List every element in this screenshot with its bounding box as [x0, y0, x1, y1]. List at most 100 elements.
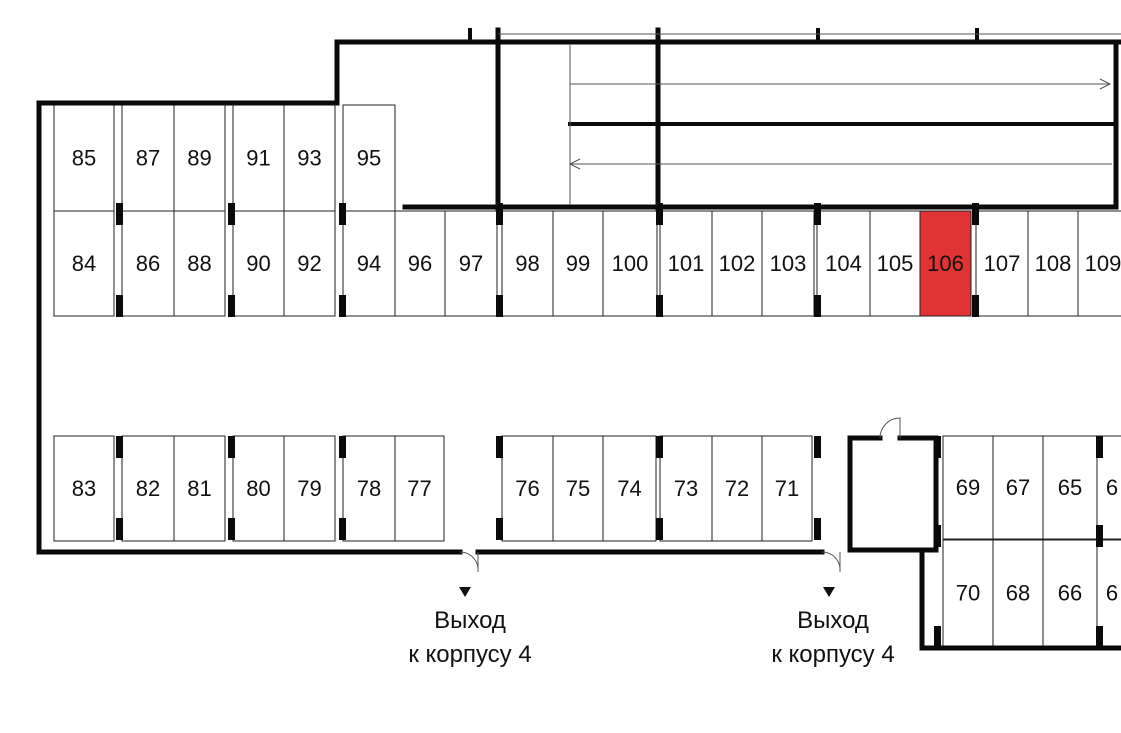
- parking-space-86[interactable]: 86: [121, 210, 175, 317]
- parking-space-box[interactable]: [1027, 210, 1079, 317]
- parking-space-box[interactable]: [283, 435, 336, 542]
- parking-space-box[interactable]: [232, 104, 285, 212]
- parking-space-75[interactable]: 75: [552, 435, 604, 542]
- parking-space-84[interactable]: 84: [53, 210, 115, 317]
- parking-space-box[interactable]: [394, 435, 445, 542]
- parking-space-box[interactable]: [1096, 435, 1121, 540]
- parking-space-78[interactable]: 78: [342, 435, 396, 542]
- parking-space-box[interactable]: [711, 435, 763, 542]
- parking-space-box[interactable]: [602, 435, 657, 542]
- parking-space-box[interactable]: [501, 210, 554, 317]
- parking-space-73[interactable]: 73: [659, 435, 713, 542]
- parking-space-85[interactable]: 85: [53, 104, 115, 212]
- parking-space-81[interactable]: 81: [173, 435, 226, 542]
- parking-space-108[interactable]: 108: [1027, 210, 1079, 317]
- parking-space-92[interactable]: 92: [283, 210, 336, 317]
- parking-space-96[interactable]: 96: [394, 210, 446, 317]
- parking-space-box[interactable]: [816, 210, 871, 317]
- parking-space-98[interactable]: 98: [501, 210, 554, 317]
- parking-space-83[interactable]: 83: [53, 435, 115, 542]
- parking-space-box[interactable]: [501, 435, 554, 542]
- parking-space-box[interactable]: [173, 210, 226, 317]
- parking-space-box[interactable]: [761, 435, 813, 542]
- parking-space-79[interactable]: 79: [283, 435, 336, 542]
- parking-space-box[interactable]: [942, 539, 994, 647]
- parking-space-box[interactable]: [232, 435, 285, 542]
- parking-space-box[interactable]: [659, 210, 713, 317]
- parking-space-box[interactable]: [53, 435, 115, 542]
- parking-space-94[interactable]: 94: [342, 210, 396, 317]
- parking-space-66[interactable]: 66: [1042, 539, 1098, 647]
- parking-space-90[interactable]: 90: [232, 210, 285, 317]
- parking-space-99[interactable]: 99: [552, 210, 604, 317]
- pillar-7: [496, 295, 503, 317]
- parking-space-88[interactable]: 88: [173, 210, 226, 317]
- parking-space-box[interactable]: [173, 435, 226, 542]
- parking-space-box[interactable]: [394, 210, 446, 317]
- parking-space-74[interactable]: 74: [602, 435, 657, 542]
- parking-space-103[interactable]: 103: [761, 210, 815, 317]
- parking-space-68[interactable]: 68: [992, 539, 1044, 647]
- pillar-27: [934, 525, 941, 547]
- parking-space-box[interactable]: [869, 210, 921, 317]
- parking-space-box[interactable]: [444, 210, 498, 317]
- parking-space-box[interactable]: [942, 435, 994, 540]
- parking-space-box[interactable]: [283, 104, 336, 212]
- parking-space-69[interactable]: 69: [942, 435, 994, 540]
- parking-space-80[interactable]: 80: [232, 435, 285, 542]
- pillar-24: [814, 436, 821, 458]
- parking-space-box[interactable]: [53, 104, 115, 212]
- parking-space-89[interactable]: 89: [173, 104, 226, 212]
- parking-space-82[interactable]: 82: [121, 435, 175, 542]
- parking-space-91[interactable]: 91: [232, 104, 285, 212]
- parking-space-box[interactable]: [121, 104, 175, 212]
- parking-space-106[interactable]: 106: [919, 210, 972, 317]
- parking-space-71[interactable]: 71: [761, 435, 813, 542]
- parking-space-box[interactable]: [342, 435, 396, 542]
- parking-space-77[interactable]: 77: [394, 435, 445, 542]
- parking-space-box[interactable]: [992, 435, 1044, 540]
- parking-space-87[interactable]: 87: [121, 104, 175, 212]
- parking-space-box[interactable]: [552, 435, 604, 542]
- parking-space-105[interactable]: 105: [869, 210, 921, 317]
- pillars: [116, 203, 1103, 648]
- parking-space-95[interactable]: 95: [342, 104, 396, 212]
- parking-space-box[interactable]: [283, 210, 336, 317]
- parking-space-box[interactable]: [919, 210, 972, 317]
- parking-space-box[interactable]: [761, 210, 815, 317]
- parking-space-101[interactable]: 101: [659, 210, 713, 317]
- parking-space-box[interactable]: [1042, 435, 1098, 540]
- parking-space-100[interactable]: 100: [602, 210, 658, 317]
- parking-space-box[interactable]: [53, 210, 115, 317]
- parking-space-102[interactable]: 102: [711, 210, 763, 317]
- parking-space-67[interactable]: 67: [992, 435, 1044, 540]
- exit-left-line1: Выход: [434, 607, 506, 634]
- pillar-25: [814, 518, 821, 540]
- parking-space-box[interactable]: [342, 210, 396, 317]
- pillar-10: [814, 203, 821, 225]
- parking-space-107[interactable]: 107: [975, 210, 1029, 317]
- parking-space-box[interactable]: [121, 210, 175, 317]
- parking-space-box[interactable]: [975, 210, 1029, 317]
- parking-space-box[interactable]: [659, 435, 713, 542]
- parking-space-box[interactable]: [1077, 210, 1121, 317]
- parking-space-box[interactable]: [121, 435, 175, 542]
- parking-space-box[interactable]: [552, 210, 604, 317]
- parking-space-76[interactable]: 76: [501, 435, 554, 542]
- parking-space-box[interactable]: [711, 210, 763, 317]
- parking-space-65[interactable]: 65: [1042, 435, 1098, 540]
- parking-space-box[interactable]: [1042, 539, 1098, 647]
- parking-space-72[interactable]: 72: [711, 435, 763, 542]
- parking-space-70[interactable]: 70: [942, 539, 994, 647]
- pillar-4: [339, 203, 346, 225]
- parking-space-97[interactable]: 97: [444, 210, 498, 317]
- pillar-30: [1096, 525, 1103, 547]
- parking-space-box[interactable]: [992, 539, 1044, 647]
- parking-space-93[interactable]: 93: [283, 104, 336, 212]
- parking-space-box[interactable]: [173, 104, 226, 212]
- parking-space-box[interactable]: [232, 210, 285, 317]
- parking-space-104[interactable]: 104: [816, 210, 871, 317]
- parking-space-box[interactable]: [602, 210, 658, 317]
- parking-space-109[interactable]: 109: [1077, 210, 1121, 317]
- parking-space-box[interactable]: [342, 104, 396, 212]
